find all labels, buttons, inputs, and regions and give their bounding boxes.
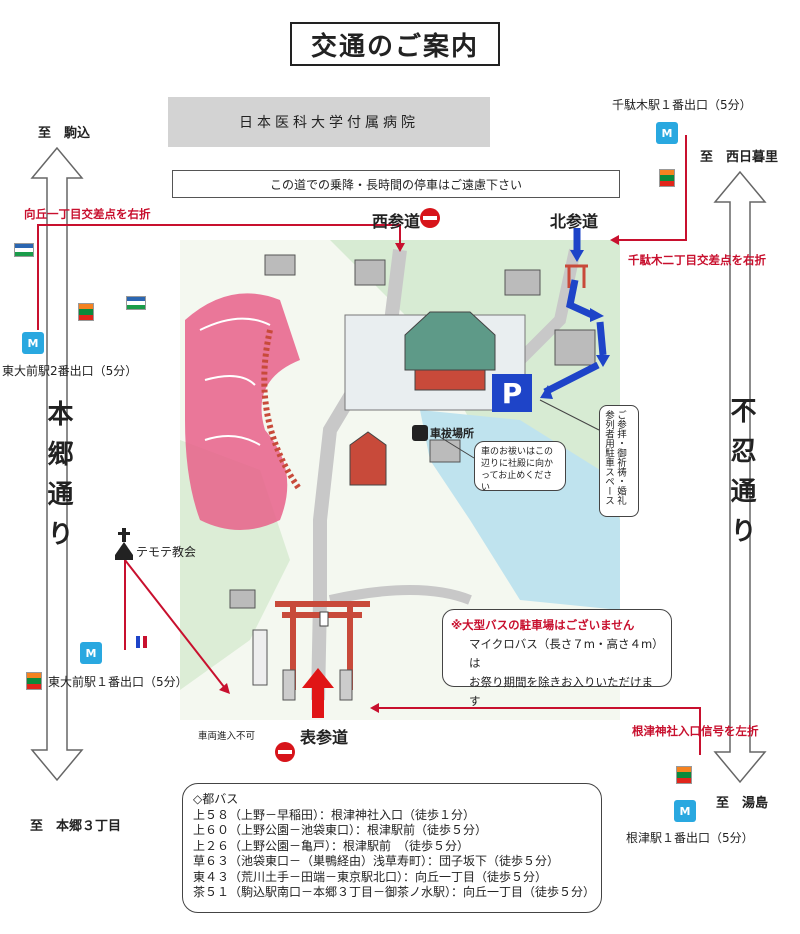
todaimae2-station-label: 東大前駅2番出口（5分）: [2, 364, 138, 378]
familymart-icon: [126, 296, 146, 310]
car-blessing-callout: 車のお祓いはこの辺りに社殿に向かってお止めください: [474, 441, 566, 493]
car-blessing-label: 車祓場所: [430, 427, 474, 440]
no-stop-notice: この道での乗降・長時間の停車はご遠慮下さい: [172, 170, 620, 198]
bus-notice-line2: マイクロバス（長さ７m・高さ４m）は: [469, 637, 658, 670]
parking-callout-text: ご参拝・御祈祷・婚礼参列者用駐車スペース: [603, 410, 626, 505]
metro-icon: M: [656, 122, 678, 144]
seven-eleven-icon: [659, 169, 675, 187]
red-route-lines: [37, 135, 701, 755]
turn-mukaigaoka-label: 向丘一丁目交差点を右折: [24, 207, 151, 221]
no-entry-icon: [420, 208, 440, 228]
bus-route-line: 上５８（上野－早稲田）：根津神社入口（徒歩１分）: [193, 807, 476, 822]
seven-eleven-icon: [676, 766, 692, 784]
church-icon: [115, 528, 133, 560]
bus-route-line: 上２６（上野公園－亀戸）：根津駅前 （徒歩５分）: [193, 838, 470, 853]
to-nishinippori-label: 至 西日暮里: [700, 150, 779, 165]
bus-route-line: 上６０（上野公園－池袋東口）：根津駅前（徒歩５分）: [193, 823, 488, 837]
familymart-icon: [14, 243, 34, 257]
to-hongo3-label: 至 本郷３丁目: [30, 819, 122, 834]
metro-icon: M: [674, 800, 696, 822]
north-torii: [565, 264, 588, 288]
front-approach-arrow: [302, 668, 334, 718]
front-approach-label: 表参道: [300, 728, 349, 747]
car-icon: [412, 425, 428, 441]
todaimae1-station-label: 東大前駅１番出口（5分）: [48, 675, 188, 689]
church-label: テモテ教会: [136, 545, 197, 559]
to-yushima-label: 至 湯島: [716, 796, 769, 811]
bus-routes-header: ◇都バス: [193, 792, 239, 806]
metro-icon: M: [80, 642, 102, 664]
bus-route-line: 草６３（池袋東口－（巣鴨経由）浅草寿町）：団子坂下（徒歩５分）: [193, 854, 560, 868]
seven-eleven-icon: [78, 303, 94, 321]
azalea-garden: [185, 293, 300, 530]
north-approach-label: 北参道: [550, 212, 599, 231]
bus-notice-line1: ※大型バスの駐車場はございません: [451, 618, 635, 632]
metro-icon: M: [22, 332, 44, 354]
to-komagome-label: 至 駒込: [38, 126, 91, 141]
no-vehicle-label: 車両進入不可: [198, 731, 256, 742]
sendagi-station-label: 千駄木駅１番出口（5分）: [612, 98, 752, 112]
bus-route-line: 東４３（荒川土手－田端－東京駅北口）：向丘一丁目（徒歩５分）: [193, 869, 548, 884]
shinobazu-dori-arrow: [713, 170, 767, 784]
parking-callout: ご参拝・御祈祷・婚礼参列者用駐車スペース: [599, 405, 639, 517]
bus-route-line: 茶５１（駒込駅南口－本郷３丁目－御茶ノ水駅）：向丘一丁目（徒歩５分）: [193, 885, 596, 899]
north-approach-blue-arrows: [543, 228, 607, 396]
red-arrowheads: [219, 235, 619, 713]
hospital-label: 日本医科大学付属病院: [168, 97, 490, 147]
bus-notice-box: ※大型バスの駐車場はございません マイクロバス（長さ７m・高さ４m）は お祭り期…: [442, 609, 672, 708]
nezu-station-label: 根津駅１番出口（5分）: [626, 831, 754, 845]
page-title: 交通のご案内: [290, 22, 500, 66]
turn-sendagi2-label: 千駄木二丁目交差点を右折: [628, 253, 766, 267]
bus-notice-line3: お祭り期間を除きお入りいただけます: [469, 675, 653, 708]
bus-routes-box: ◇都バス 上５８（上野－早稲田）：根津神社入口（徒歩１分） 上６０（上野公園－池…: [182, 783, 602, 913]
no-entry-icon: [275, 742, 295, 762]
parking-sign: P: [492, 374, 532, 412]
turn-nezu-signal-label: 根津神社入口信号を左折: [632, 724, 759, 738]
west-approach-label: 西参道: [372, 212, 421, 231]
seven-eleven-icon: [26, 672, 42, 690]
restroom-icon: [136, 636, 147, 648]
hongo-dori-label: 本郷通り: [43, 400, 73, 560]
hongo-dori-arrow: [30, 146, 84, 782]
shinobazu-dori-label: 不忍通り: [726, 397, 756, 557]
